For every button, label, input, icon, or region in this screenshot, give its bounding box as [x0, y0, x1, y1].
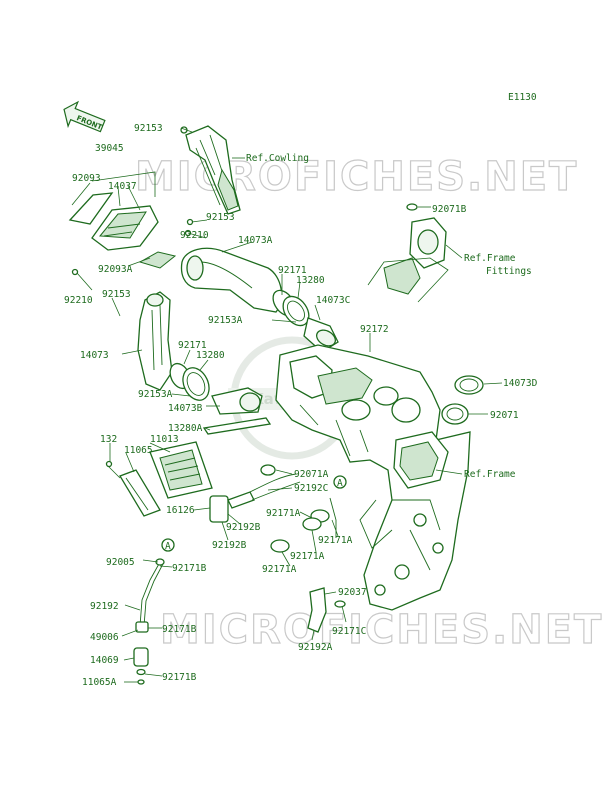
screw-92153-b	[186, 218, 194, 226]
label-92093: 92093	[72, 173, 101, 184]
seal-13280-upper	[282, 295, 310, 327]
duct-14073D	[454, 375, 484, 395]
label-ref-frame-fittings-2: Fittings	[486, 266, 532, 277]
label-ref-frame: Ref.Frame	[464, 469, 516, 480]
label-14073A: 14073A	[238, 235, 273, 246]
label-92172: 92172	[360, 324, 389, 335]
air-filter-11013	[149, 441, 213, 499]
label-92171B-b: 92171B	[162, 624, 197, 635]
drain-92037	[307, 587, 346, 633]
label-14073D: 14073D	[503, 378, 538, 389]
intake-duct-14073	[137, 291, 173, 391]
plate-92093A	[138, 251, 177, 269]
label-13280-b: 13280	[196, 350, 225, 361]
watermark-bottom: MICROFICHES.NET	[160, 607, 603, 653]
label-11013: 11013	[150, 434, 179, 445]
frame-fittings-cover	[383, 203, 447, 295]
label-92210-b: 92210	[64, 295, 93, 306]
label-14037: 14037	[108, 181, 137, 192]
label-92153-c: 92153	[102, 289, 131, 300]
label-92071B: 92071B	[432, 204, 467, 215]
label-92153-top: 92153	[134, 123, 163, 134]
label-13280-a: 13280	[296, 275, 325, 286]
label-13280A: 13280A	[168, 423, 203, 434]
label-14073B: 14073B	[168, 403, 203, 414]
svg-text:A: A	[337, 478, 343, 489]
label-92192B-a: 92192B	[226, 522, 261, 533]
label-92171A-c: 92171A	[290, 551, 325, 562]
label-92037: 92037	[338, 587, 367, 598]
label-92171B-a: 92171B	[172, 563, 207, 574]
label-14073: 14073	[80, 350, 109, 361]
label-92171-a: 92171	[278, 265, 307, 276]
label-92192: 92192	[90, 601, 119, 612]
screw-92210-b	[71, 268, 79, 276]
screw-132	[105, 460, 113, 468]
label-92171-b: 92171	[178, 340, 207, 351]
seal-13280-lower	[182, 367, 210, 401]
label-39045: 39045	[95, 143, 124, 154]
callout-a-right: A	[333, 475, 347, 489]
label-92171A-a: 92171A	[266, 508, 301, 519]
intake-duct-14073A	[180, 247, 283, 313]
label-92153A-b: 92153A	[138, 389, 173, 400]
label-49006: 49006	[90, 632, 119, 643]
label-92093A: 92093A	[98, 264, 133, 275]
diagram-code: E1130	[508, 92, 537, 103]
ring-92071	[441, 403, 469, 425]
label-92171B-c: 92171B	[162, 672, 197, 683]
svg-text:A: A	[165, 541, 171, 552]
valve-16126	[209, 473, 301, 523]
label-11065: 11065	[124, 445, 153, 456]
duct-cover-92093	[68, 192, 114, 225]
gasket-11065	[119, 469, 161, 517]
label-132: 132	[100, 434, 117, 445]
label-92192B-b: 92192B	[212, 540, 247, 551]
label-11065A: 11065A	[82, 677, 117, 688]
label-92192A: 92192A	[298, 642, 333, 653]
label-92153-b: 92153	[206, 212, 235, 223]
cowling-stay-bracket	[180, 125, 241, 215]
label-92005: 92005	[106, 557, 135, 568]
label-14073C: 14073C	[316, 295, 350, 306]
label-92210-a: 92210	[180, 230, 209, 241]
label-92192C: 92192C	[294, 483, 328, 494]
duct-14037	[91, 205, 159, 251]
part-labels: 92153 Ref.Cowling 39045 92093 14037 9215…	[64, 123, 538, 688]
label-92071: 92071	[490, 410, 519, 421]
label-ref-frame-fittings-1: Ref.Frame	[464, 253, 516, 264]
label-92171C: 92171C	[332, 626, 366, 637]
bracket-39045	[91, 171, 156, 197]
clamp-92171A-b	[270, 539, 290, 553]
label-92153A-a: 92153A	[208, 315, 243, 326]
label-92171A-d: 92171A	[262, 564, 297, 575]
ring-92071A	[260, 464, 276, 476]
callout-a-left: A	[161, 538, 175, 552]
label-92171A-b: 92171A	[318, 535, 353, 546]
label-16126: 16126	[166, 505, 195, 516]
front-arrow-icon: FRONT	[63, 100, 106, 133]
label-92071A: 92071A	[294, 469, 329, 480]
airbox-frame	[275, 344, 471, 611]
duct-14073B	[211, 387, 263, 415]
leader-lines	[71, 182, 503, 683]
label-ref-cowling: Ref.Cowling	[246, 153, 309, 164]
label-14069: 14069	[90, 655, 119, 666]
seal-13280A	[202, 417, 272, 435]
